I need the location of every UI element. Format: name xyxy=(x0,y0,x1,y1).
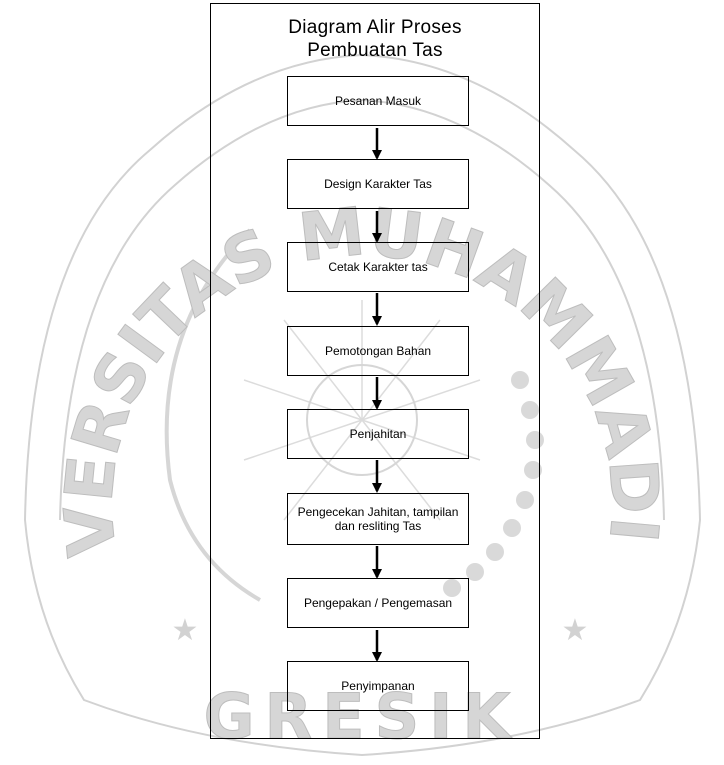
diagram-title: Diagram Alir Proses Pembuatan Tas xyxy=(210,16,540,62)
step-design-karakter: Design Karakter Tas xyxy=(287,159,469,209)
step-cetak-karakter: Cetak Karakter tas xyxy=(287,242,469,292)
watermark-bottom-text: GRESIK xyxy=(204,680,521,753)
step-pesanan-masuk: Pesanan Masuk xyxy=(287,76,469,126)
flowchart-frame xyxy=(210,3,540,739)
svg-text:★: ★ xyxy=(172,613,199,648)
step-penjahitan: Penjahitan xyxy=(287,409,469,459)
svg-text:★: ★ xyxy=(562,613,589,648)
title-line-2: Pembuatan Tas xyxy=(307,40,443,61)
title-line-1: Diagram Alir Proses xyxy=(288,17,462,38)
step-pengepakan: Pengepakan / Pengemasan xyxy=(287,578,469,628)
step-pengecekan: Pengecekan Jahitan, tampilan dan resliti… xyxy=(287,493,469,545)
step-pemotongan-bahan: Pemotongan Bahan xyxy=(287,326,469,376)
step-penyimpanan: Penyimpanan xyxy=(287,661,469,711)
